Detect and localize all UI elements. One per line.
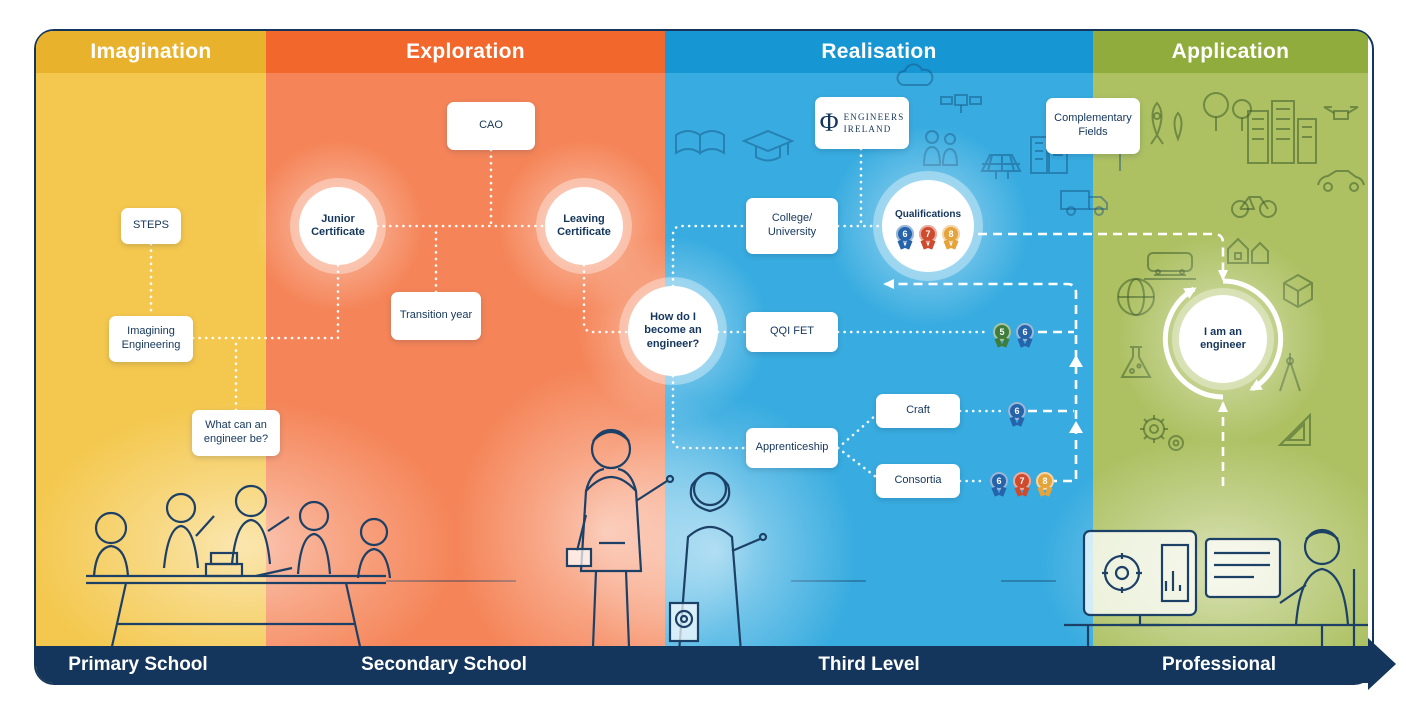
medal-icon: 7 [1013, 472, 1031, 490]
node-imagining-engineering: Imagining Engineering [109, 316, 193, 362]
node-transition-year-label: Transition year [399, 309, 473, 322]
node-transition-year: Transition year [391, 292, 481, 340]
medal-icon: 6 [1008, 402, 1026, 420]
stage-columns: Imagination Exploration Realisation Appl… [36, 31, 1372, 683]
node-consortia-label: Consortia [894, 474, 942, 487]
cycle-arrows-icon [1162, 278, 1284, 400]
node-qqi-fet-label: QQI FET [770, 325, 814, 338]
infographic-frame: Imagination Exploration Realisation Appl… [34, 29, 1396, 690]
medal-icon: 8 [1036, 472, 1054, 490]
node-steps: STEPS [121, 208, 181, 244]
medal-icon: 6 [896, 225, 914, 243]
qualifications-medals: 6 7 8 [896, 225, 960, 243]
engineers-ireland-logo: Φ ENGINEERS IRELAND [815, 97, 909, 149]
timeline-arrow-icon [1368, 638, 1396, 690]
node-qualifications-label: Qualifications [894, 209, 962, 220]
stage-header-imagination: Imagination [36, 31, 266, 73]
node-how-do-i-become-an-engineer: How do I become an engineer? [628, 286, 718, 376]
node-qualifications: Qualifications 6 7 8 [882, 180, 974, 272]
qqi-fet-medals: 5 6 [993, 323, 1034, 341]
node-junior-certificate-label: Junior Certificate [311, 212, 365, 238]
node-college-university-label: College/ University [767, 212, 817, 238]
banner-label-primary-school: Primary School [68, 654, 208, 675]
banner-label-professional: Professional [1161, 654, 1277, 675]
engineers-ireland-logo-text: ENGINEERS IRELAND [844, 111, 905, 135]
node-apprenticeship: Apprenticeship [746, 428, 838, 468]
consortia-medals: 6 7 8 [990, 472, 1054, 490]
node-what-can-an-engineer-be-label: What can an engineer be? [203, 419, 269, 445]
node-consortia: Consortia [876, 464, 960, 498]
node-junior-certificate: Junior Certificate [299, 187, 377, 265]
medal-icon: 6 [990, 472, 1008, 490]
node-i-am-an-engineer-label: I am an engineer [1200, 325, 1246, 351]
node-imagining-engineering-label: Imagining Engineering [121, 325, 181, 351]
medal-icon: 5 [993, 323, 1011, 341]
medal-icon: 8 [942, 225, 960, 243]
medal-icon: 7 [919, 225, 937, 243]
node-qqi-fet: QQI FET [746, 312, 838, 352]
phi-icon: Φ [819, 108, 839, 137]
node-craft-label: Craft [906, 404, 930, 417]
craft-medal: 6 [1008, 402, 1026, 420]
node-i-am-an-engineer: I am an engineer [1179, 295, 1267, 383]
engineers-ireland-line1: ENGINEERS [843, 111, 905, 122]
stage-header-realisation: Realisation [665, 31, 1093, 73]
node-apprenticeship-label: Apprenticeship [755, 441, 829, 454]
node-cao-label: CAO [479, 119, 503, 132]
node-how-do-i-become-an-engineer-label: How do I become an engineer? [644, 311, 702, 350]
node-leaving-certificate-label: Leaving Certificate [557, 212, 611, 238]
engineers-ireland-line2: IRELAND [843, 124, 892, 134]
node-complementary-fields-label: Complementary Fields [1054, 112, 1132, 138]
node-college-university: College/ University [746, 198, 838, 254]
node-leaving-certificate: Leaving Certificate [545, 187, 623, 265]
node-steps-label: STEPS [132, 219, 170, 232]
stage-header-application: Application [1093, 31, 1368, 73]
medal-icon: 6 [1016, 323, 1034, 341]
node-what-can-an-engineer-be: What can an engineer be? [192, 410, 280, 456]
banner-label-secondary-school: Secondary School [361, 654, 527, 675]
banner-label-third-level: Third Level [818, 654, 920, 675]
node-craft: Craft [876, 394, 960, 428]
timeline-banner: Primary School Secondary School Third Le… [36, 638, 1396, 690]
node-complementary-fields: Complementary Fields [1046, 98, 1140, 154]
stage-header-exploration: Exploration [266, 31, 665, 73]
node-cao: CAO [447, 102, 535, 150]
